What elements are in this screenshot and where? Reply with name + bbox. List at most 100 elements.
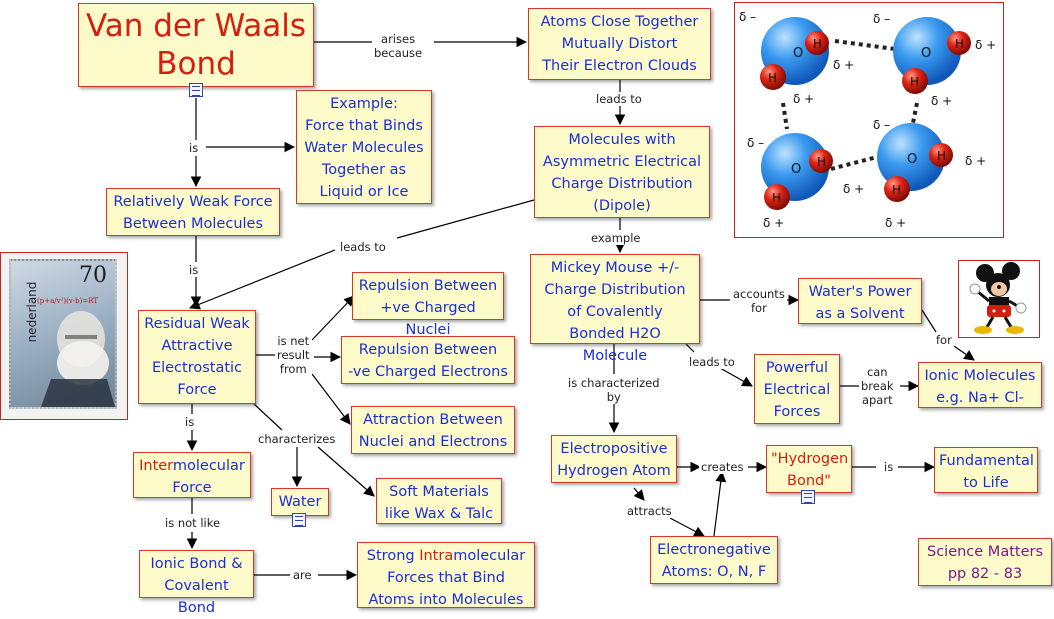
residual-line1: Residual Weak	[144, 316, 250, 332]
repulsion-electrons-node[interactable]: Repulsion Between -ve Charged Electrons	[341, 336, 515, 384]
oxygen-atom	[877, 123, 945, 191]
hydrogen-label: H	[910, 75, 919, 89]
mickey-h2o-line1: Mickey Mouse +/-	[550, 260, 680, 276]
label-characterizes-text: characterizes	[258, 432, 336, 446]
example-water-line5: Liquid or Ice	[319, 184, 409, 200]
example-water-line1: Example:	[330, 96, 398, 112]
strong-intra-node[interactable]: Strong Intramolecular Forces that Bind A…	[357, 542, 535, 608]
label-arises-because: arises because	[372, 32, 425, 60]
fundamental-node[interactable]: Fundamental to Life	[934, 447, 1038, 493]
label-example-text: example	[591, 231, 641, 245]
vdw-title-node[interactable]: Van der Waals Bond	[78, 3, 314, 87]
label-is-1-text: is	[189, 141, 199, 155]
electronegative-node[interactable]: Electronegative Atoms: O, N, F	[650, 536, 778, 584]
water-molecules-panel: O H H O H H O H H O H H δ	[734, 2, 1004, 238]
label-creates: creates	[699, 460, 746, 474]
oxygen-atom	[893, 17, 961, 85]
hydrogen-label: H	[955, 37, 964, 51]
label-example: example	[589, 231, 643, 245]
link-arrow	[317, 446, 375, 497]
hydrogen-label: H	[772, 191, 781, 205]
soft-materials-node[interactable]: Soft Materials like Wax & Talc	[376, 478, 502, 524]
molecule-bottom-left: O H H	[761, 133, 833, 210]
molecule-top-left: O H H	[760, 17, 829, 90]
ionic-molecules-line2: e.g. Na+ Cl-	[936, 390, 1024, 406]
powerful-line2: Electrical	[763, 382, 831, 398]
label-break: break	[861, 379, 894, 393]
vdw-document-icon[interactable]	[189, 83, 203, 97]
ionic-covalent-node[interactable]: Ionic Bond & Covalent Bond	[139, 550, 254, 616]
dipole-line4: (Dipole)	[593, 198, 651, 214]
strong-intra-line3: Atoms into Molecules	[368, 592, 524, 608]
strong-intra-post: molecular	[453, 548, 526, 564]
oxygen-label: O	[793, 46, 803, 61]
hbond-dash	[781, 102, 789, 130]
hydrogen-bond-line1: "Hydrogen	[771, 451, 849, 467]
hbond-dash	[911, 102, 919, 124]
hydrogen-atom	[760, 64, 786, 90]
hydrogen-bond-document-icon[interactable]	[801, 490, 815, 504]
electropositive-line2: Hydrogen Atom	[557, 463, 671, 479]
electropositive-node[interactable]: Electropositive Hydrogen Atom	[551, 435, 677, 483]
hydrogen-bond-node[interactable]: "Hydrogen Bond"	[766, 445, 852, 493]
strong-intra-line1: Strong Intramolecular	[362, 545, 530, 567]
water-document-icon[interactable]	[292, 513, 306, 527]
delta-plus-label: δ +	[975, 38, 996, 52]
label-is-net: is net	[277, 334, 310, 348]
label-can: can	[866, 365, 888, 379]
delta-plus-label: δ +	[931, 94, 952, 108]
label-because: because	[374, 46, 423, 60]
water-node[interactable]: Water	[271, 488, 329, 516]
weak-force-line2: Between Molecules	[122, 216, 264, 232]
attraction-node[interactable]: Attraction Between Nuclei and Electrons	[351, 406, 515, 454]
residual-force-node[interactable]: Residual Weak Attractive Electrostatic F…	[138, 310, 256, 404]
hbond-dash	[834, 39, 896, 51]
water-label: Water	[278, 494, 322, 510]
science-matters-node[interactable]: Science Matters pp 82 - 83	[918, 538, 1052, 586]
ionic-covalent-line1: Ionic Bond &	[150, 556, 243, 572]
electropositive-line1: Electropositive	[560, 441, 668, 457]
intermolecular-node[interactable]: Intermolecular Force	[133, 452, 251, 498]
example-water-line3: Water Molecules	[304, 140, 424, 156]
mickey-h2o-line4: Bonded H2O Molecule	[569, 326, 661, 364]
mickey-h2o-node[interactable]: Mickey Mouse +/- Charge Distribution of …	[530, 254, 700, 364]
label-is-not-like-text: is not like	[165, 516, 221, 530]
hydrogen-label: H	[813, 37, 822, 51]
label-accounts-for: accounts for	[731, 287, 787, 315]
hydrogen-bond-line2: Bond"	[787, 473, 831, 489]
ionic-molecules-node[interactable]: Ionic Molecules e.g. Na+ Cl-	[918, 362, 1042, 408]
rep-electrons-line1: Repulsion Between	[358, 342, 498, 358]
portrait-icon	[41, 311, 115, 407]
hydrogen-atom	[764, 184, 790, 210]
water-power-node[interactable]: Water's Power as a Solvent	[798, 278, 922, 324]
label-is-3-text: is	[185, 415, 195, 429]
rep-electrons-line2: -ve Charged Electrons	[348, 364, 508, 380]
repulsion-nuclei-node[interactable]: Repulsion Between +ve Charged Nuclei	[352, 272, 504, 338]
dipole-line3: Charge Distribution	[551, 176, 693, 192]
molecule-bottom-right: O H H	[877, 123, 953, 202]
intermolecular-rest: molecular	[172, 458, 245, 474]
ionic-covalent-line2: Covalent Bond	[164, 578, 229, 616]
atoms-close-node[interactable]: Atoms Close Together Mutually Distort Th…	[528, 8, 711, 80]
link-arrow	[719, 367, 753, 387]
weak-force-node[interactable]: Relatively Weak Force Between Molecules	[106, 188, 280, 236]
label-is-characterized: is characterized	[568, 376, 660, 390]
example-water-node[interactable]: Example: Force that Binds Water Molecule…	[296, 90, 432, 204]
delta-minus-label: δ –	[747, 136, 764, 150]
powerful-forces-node[interactable]: Powerful Electrical Forces	[754, 354, 840, 424]
delta-plus-label: δ +	[793, 92, 814, 106]
link-arrow	[713, 470, 727, 537]
strong-intra-line2: Forces that Bind	[387, 570, 505, 586]
link-line	[685, 343, 695, 353]
delta-plus-label: δ +	[885, 216, 906, 230]
label-by: by	[606, 390, 621, 404]
soft-materials-line1: Soft Materials	[389, 484, 489, 500]
hydrogen-atom	[902, 68, 928, 94]
link-arrow	[188, 249, 336, 310]
label-characterizes: characterizes	[256, 432, 338, 446]
link-arrow	[669, 517, 705, 537]
dipole-node[interactable]: Molecules with Asymmetric Electrical Cha…	[534, 126, 710, 218]
hydrogen-label: H	[892, 183, 901, 197]
atoms-close-line3: Their Electron Clouds	[542, 58, 697, 74]
